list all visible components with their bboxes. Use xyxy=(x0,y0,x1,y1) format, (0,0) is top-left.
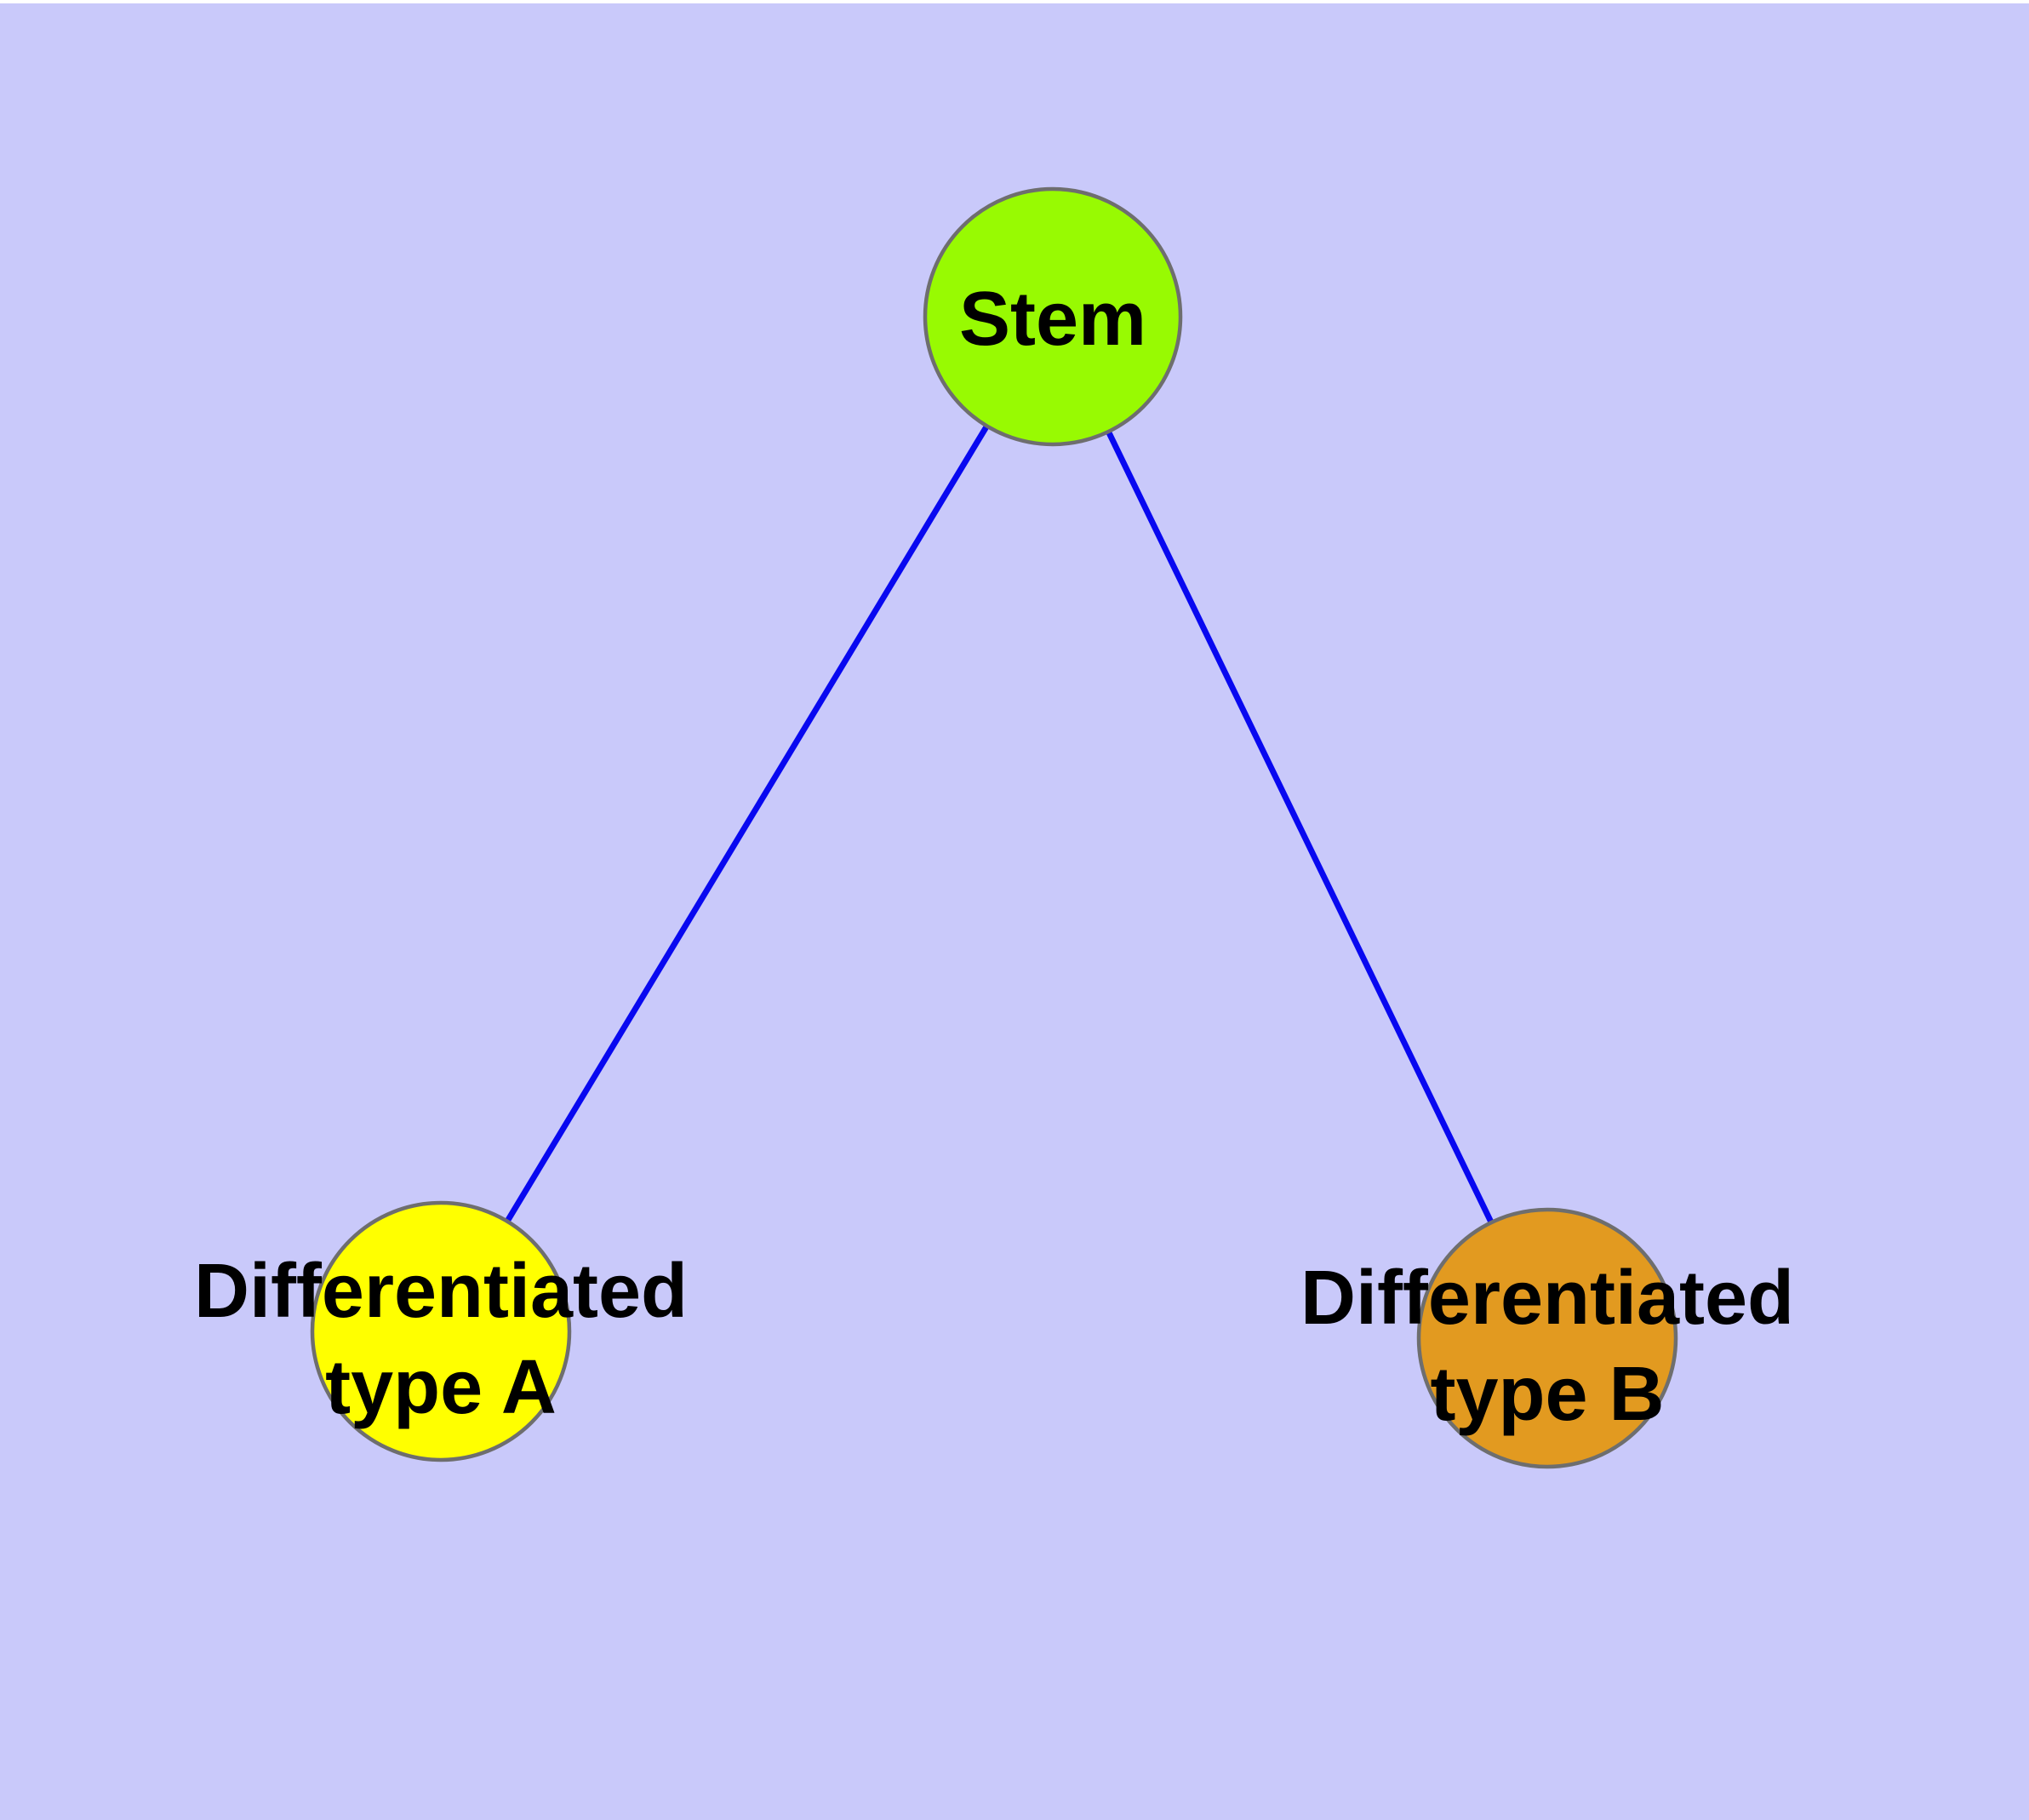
node-differentiated-type-b-label-line-2: type B xyxy=(1430,1352,1664,1437)
node-stem-label-line-1: Stem xyxy=(959,277,1146,362)
node-differentiated-type-b xyxy=(1416,1207,1678,1469)
node-differentiated-type-a-label-line-2: type A xyxy=(325,1345,557,1430)
node-differentiated-type-a-label-line-1: Differentiated xyxy=(194,1249,688,1334)
top-margin-strip xyxy=(0,0,2029,3)
edge-stem-to-differentiated-type-a xyxy=(438,315,1055,1333)
node-differentiated-type-b-label-line-1: Differentiated xyxy=(1300,1256,1794,1341)
edge-stem-to-differentiated-type-b xyxy=(1049,315,1551,1340)
node-differentiated-type-a xyxy=(310,1200,572,1462)
node-stem xyxy=(923,186,1183,447)
